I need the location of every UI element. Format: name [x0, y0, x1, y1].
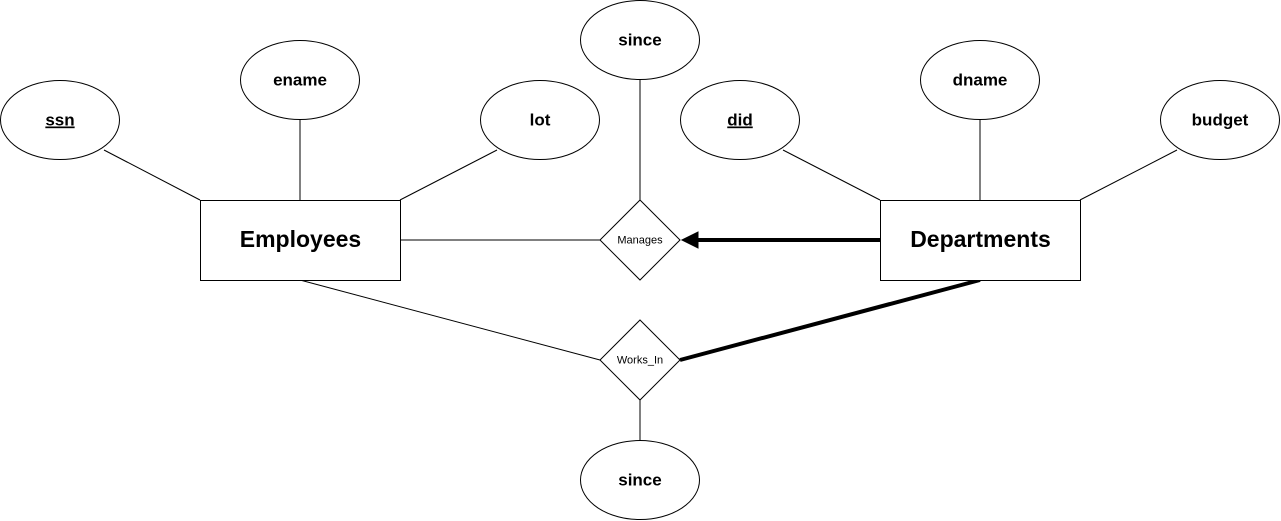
attribute-works-in-since-shape	[580, 440, 700, 520]
entity-employees: Employees	[200, 200, 401, 281]
attribute-did-shape	[680, 80, 800, 160]
attribute-budget-label: budget	[1192, 110, 1249, 129]
attribute-dname: dname	[920, 40, 1040, 120]
attribute-manages-since-shape	[580, 0, 700, 80]
entity-employees-label: Employees	[240, 226, 361, 252]
attribute-works-in-since-label: since	[618, 470, 661, 489]
edge-departments-works-in	[679, 278, 981, 362]
relationship-manages-diamond	[599, 199, 681, 281]
attribute-dname-label: dname	[953, 70, 1008, 89]
relationship-works-in: Works_In	[599, 319, 681, 401]
connectors	[103, 80, 1178, 440]
edge-employees-works-in	[299, 279, 601, 361]
attribute-lot-shape	[480, 80, 600, 160]
attribute-ename: ename	[240, 40, 360, 120]
entity-departments-box	[880, 200, 1081, 281]
entity-departments-label: Departments	[910, 226, 1051, 252]
attribute-budget: budget	[1160, 80, 1280, 160]
attribute-ssn: ssn	[0, 80, 120, 160]
edge-departments-budget	[1079, 149, 1178, 201]
attribute-works-in-since: since	[580, 440, 700, 520]
relationship-works-in-label: Works_In	[617, 354, 663, 366]
attribute-ssn-shape	[0, 80, 120, 160]
attribute-manages-since-label: since	[618, 30, 661, 49]
edge-departments-did	[782, 149, 881, 201]
arrowhead	[680, 231, 699, 249]
attribute-ename-label: ename	[273, 70, 327, 89]
attribute-manages-since: since	[580, 0, 700, 80]
entity-employees-box	[200, 200, 401, 281]
attribute-budget-shape	[1160, 80, 1280, 160]
attribute-lot: lot	[480, 80, 600, 160]
entity-departments: Departments	[880, 200, 1081, 281]
attribute-did: did	[680, 80, 800, 160]
attribute-lot-label: lot	[530, 110, 551, 129]
relationship-manages: Manages	[599, 199, 681, 281]
attribute-dname-shape	[920, 40, 1040, 120]
relationship-works-in-diamond	[599, 319, 681, 401]
relationship-manages-label: Manages	[617, 234, 663, 246]
edge-employees-lot	[399, 149, 498, 201]
edge-employees-ssn	[103, 149, 201, 201]
attribute-did-label: did	[727, 110, 753, 129]
attribute-ename-shape	[240, 40, 360, 120]
attribute-ssn-label: ssn	[45, 110, 74, 129]
